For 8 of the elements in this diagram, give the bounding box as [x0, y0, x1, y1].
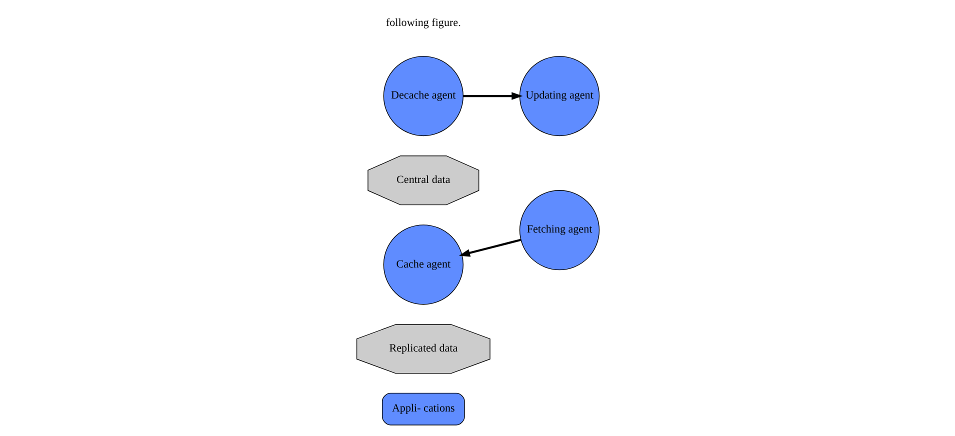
node-circle: Fetching agent — [518, 190, 600, 270]
node-box: Appli- cations — [381, 392, 464, 426]
arrow — [462, 92, 522, 100]
arrow — [458, 238, 520, 257]
node-circle: Decache agent — [382, 56, 463, 136]
label: following figure. — [385, 17, 460, 30]
node-circle: Cache agent — [382, 224, 463, 305]
node-circle: Updating agent — [518, 56, 600, 136]
